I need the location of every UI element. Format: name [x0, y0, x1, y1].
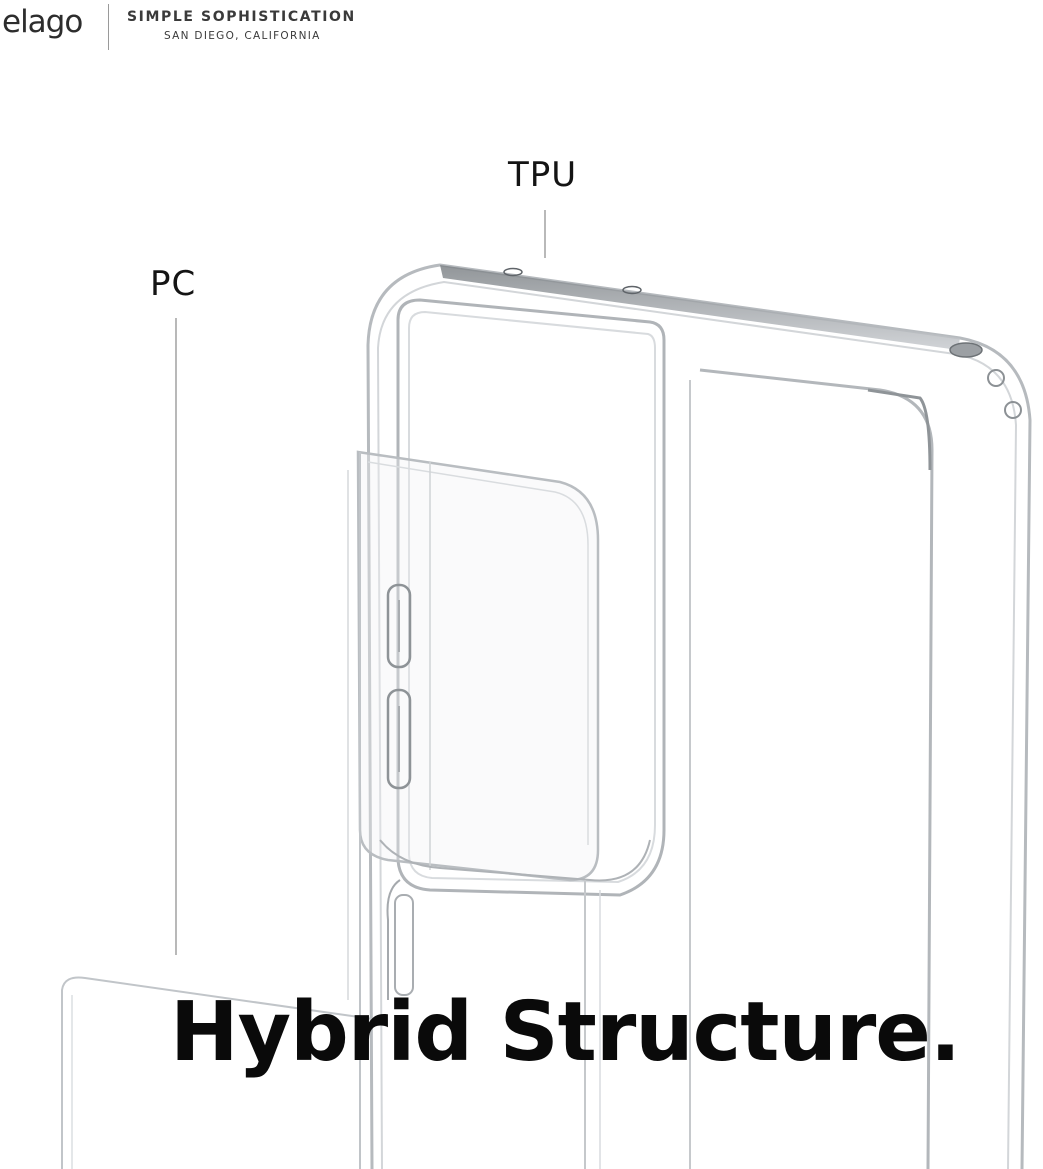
brand-header: elago SIMPLE SOPHISTICATION SAN DIEGO, C… — [0, 0, 1043, 60]
elago-logo: elago — [2, 4, 83, 40]
pc-back-plate — [356, 450, 600, 882]
volume-button-cover — [386, 583, 412, 669]
camera-cutout — [396, 298, 666, 897]
headline: Hybrid Structure. — [170, 985, 961, 1080]
pc-label: PC — [150, 264, 197, 304]
power-button-cover — [386, 688, 412, 790]
pc-sheet — [61, 976, 381, 1169]
brand-tagline: SIMPLE SOPHISTICATION — [127, 9, 356, 25]
brand-divider — [108, 4, 109, 50]
brand-location: SAN DIEGO, CALIFORNIA — [164, 30, 321, 42]
tpu-label: TPU — [508, 155, 578, 195]
